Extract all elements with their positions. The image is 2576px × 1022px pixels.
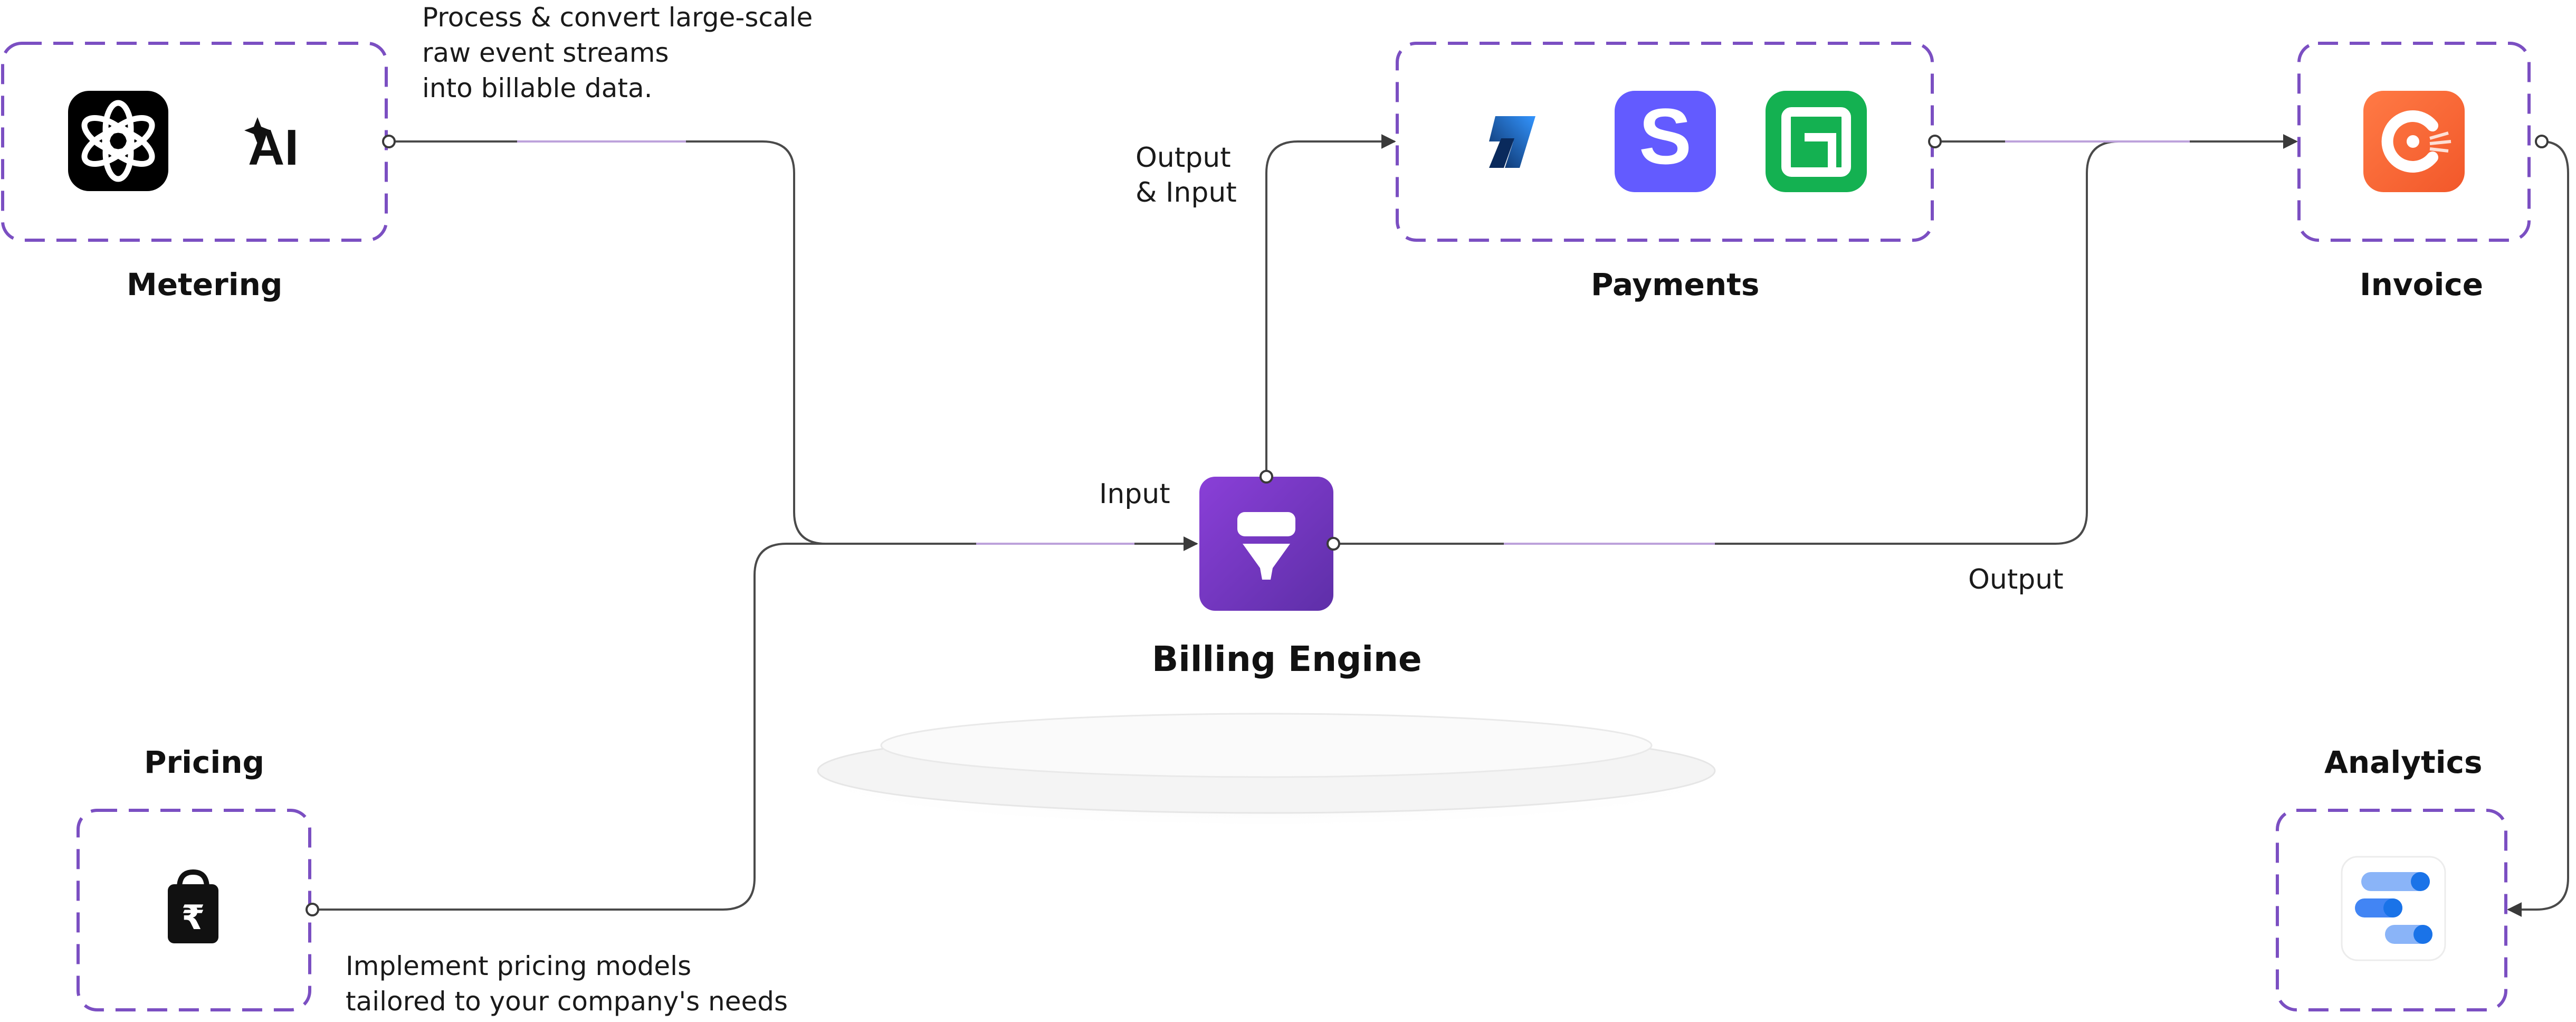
- pricing-description: Implement pricing models tailored to you…: [346, 949, 788, 1019]
- metering-description-line: raw event streams: [422, 37, 669, 68]
- metering-description-line: into billable data.: [422, 73, 653, 103]
- metering-port: [382, 135, 396, 148]
- connector-metering-to-engine: [389, 140, 1198, 551]
- payments-port: [1928, 135, 1942, 148]
- invoice-port: [2535, 135, 2549, 148]
- ai-sparkle-icon: AI: [244, 117, 299, 176]
- analytics-box: [2276, 809, 2507, 1011]
- pricing-description-line: tailored to your company's needs: [346, 986, 788, 1017]
- metering-description-line: Process & convert large-scale: [422, 2, 813, 33]
- billing-engine-title: Billing Engine: [1152, 639, 1422, 679]
- metering-description: Process & convert large-scale raw event …: [422, 0, 813, 106]
- pricing-port: [306, 903, 319, 916]
- pricing-description-line: Implement pricing models: [346, 951, 692, 981]
- razorpay-logo-icon: [1489, 116, 1535, 168]
- output-input-label-line: & Input: [1136, 177, 1237, 209]
- chargebee-logo-icon: [2363, 91, 2465, 192]
- stripe-logo-icon: S: [1615, 91, 1716, 192]
- svg-text:AI: AI: [248, 119, 299, 176]
- billing-engine-node: [1199, 477, 1333, 611]
- funnel-icon: [1243, 544, 1290, 580]
- svg-text:₹: ₹: [182, 898, 205, 938]
- looker-studio-icon: [2341, 856, 2446, 961]
- output-label: Output: [1968, 564, 2064, 595]
- output-input-label-line: Output: [1136, 142, 1231, 174]
- connector-engine-to-payments: [1265, 134, 1396, 477]
- invoice-title: Invoice: [2360, 267, 2484, 302]
- pricing-title: Pricing: [144, 744, 265, 780]
- invoice-box: [2297, 42, 2531, 242]
- input-label: Input: [1099, 478, 1170, 510]
- connector-invoice-to-analytics: [2507, 140, 2569, 917]
- adyen-logo-icon: [1766, 91, 1867, 192]
- connector-pricing-to-engine: [312, 543, 897, 911]
- output-input-label: Output & Input: [1136, 140, 1237, 210]
- podium: [791, 713, 1741, 829]
- metering-title: Metering: [127, 267, 283, 302]
- engine-right-port: [1327, 537, 1340, 551]
- rupee-shopping-bag-icon: ₹: [168, 869, 218, 943]
- openai-logo-icon: [68, 91, 168, 191]
- payments-title: Payments: [1591, 267, 1760, 302]
- metering-box: [1, 42, 388, 242]
- connector-engine-to-invoice: [1333, 134, 2298, 545]
- svg-text:S: S: [1639, 92, 1692, 181]
- engine-top-port: [1260, 470, 1273, 484]
- analytics-title: Analytics: [2324, 744, 2483, 780]
